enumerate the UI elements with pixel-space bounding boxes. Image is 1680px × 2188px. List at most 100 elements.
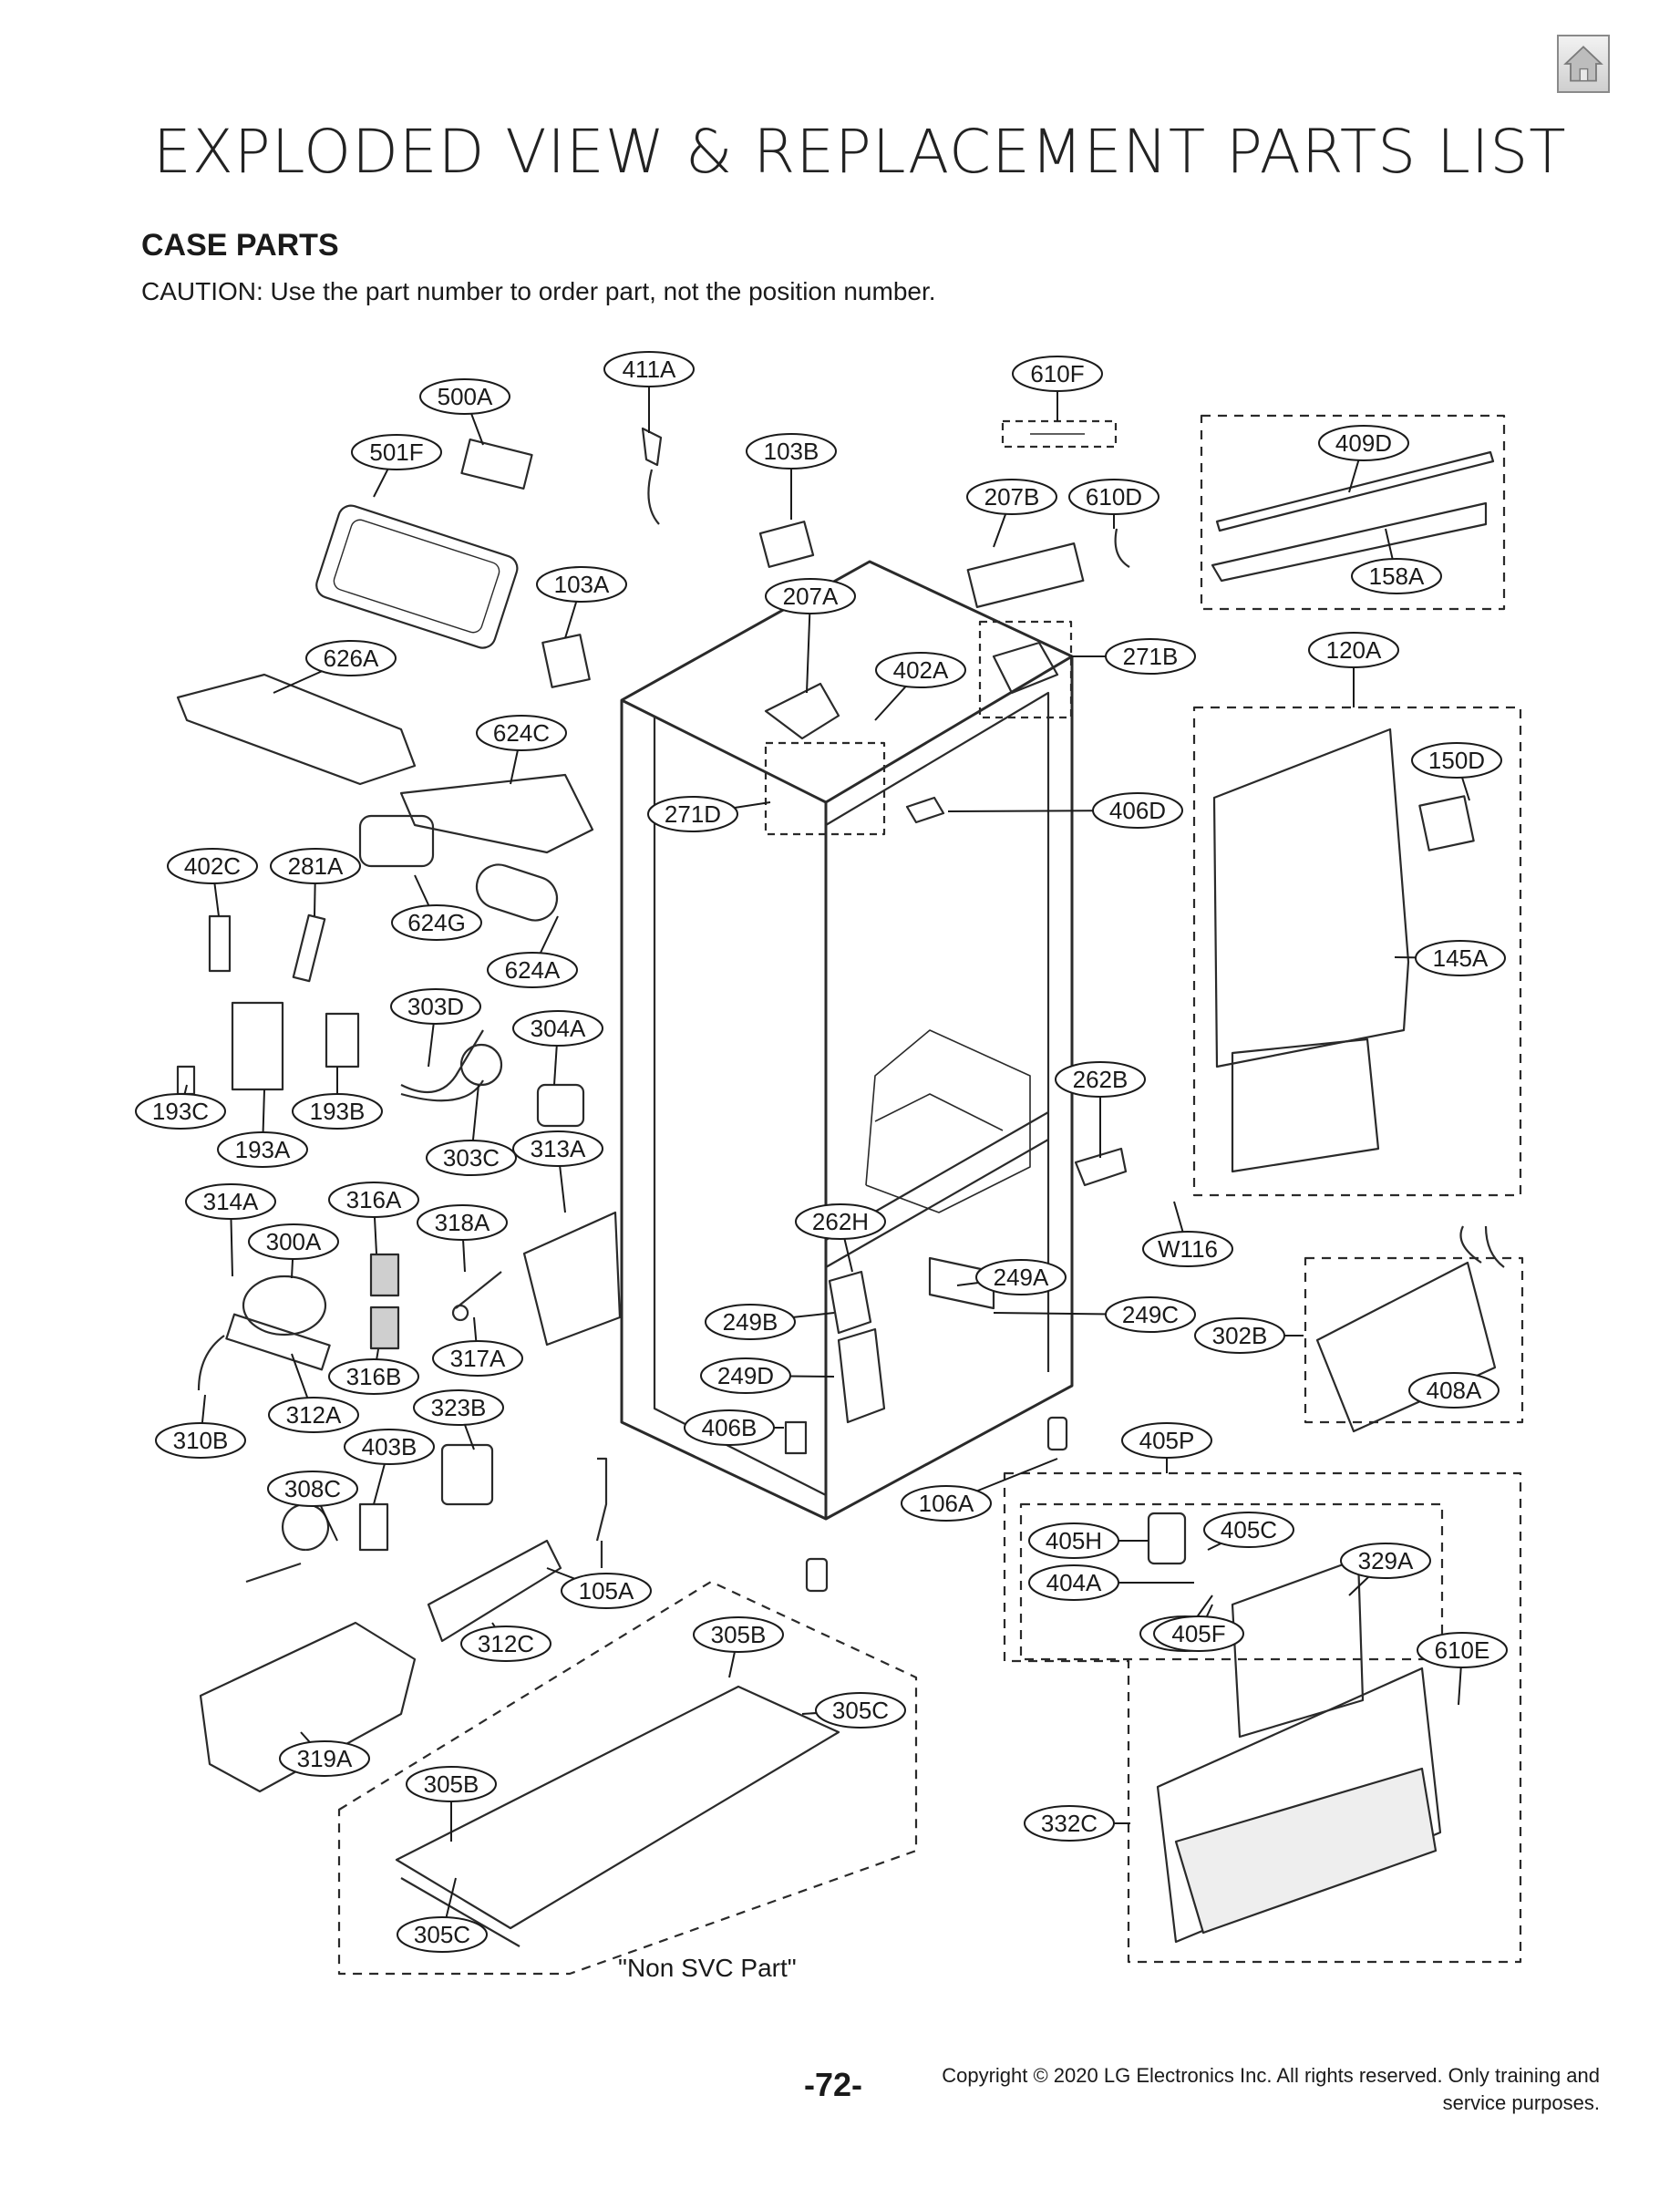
callout-249c: 249C: [993, 1296, 1196, 1333]
callout-oval: [1121, 1422, 1212, 1459]
callout-332c: 332C: [1024, 1805, 1130, 1842]
callout-oval: [705, 1304, 796, 1340]
callout-316b: 316B: [328, 1348, 419, 1395]
callout-label: 312C: [478, 1630, 534, 1657]
callout-404a: 404A: [1028, 1564, 1194, 1601]
callout-label: 305C: [832, 1697, 889, 1724]
callout-label: 193B: [310, 1098, 366, 1125]
callout-oval: [1408, 1372, 1500, 1409]
center-parts-drawing: [764, 620, 1128, 1455]
callout-193a: 193A: [217, 1089, 308, 1168]
callout-103a: 103A: [536, 566, 627, 639]
callout-oval: [167, 848, 258, 884]
callout-oval: [1417, 1632, 1508, 1668]
callout-oval: [268, 1397, 359, 1433]
callout-262h: 262H: [795, 1203, 886, 1273]
callout-oval: [476, 715, 567, 751]
callout-oval: [512, 1010, 603, 1047]
callout-411a: 411A: [603, 351, 695, 433]
callout-label: 103A: [554, 571, 610, 598]
callout-103b: 103B: [746, 433, 837, 520]
callout-label: 207A: [783, 583, 839, 610]
callout-408a: 408A: [1408, 1372, 1500, 1409]
callout-oval: [815, 1692, 906, 1729]
callout-310b: 310B: [155, 1394, 246, 1459]
callout-label: 329A: [1358, 1547, 1414, 1574]
callout-207b: 207B: [966, 479, 1057, 548]
callout-193b: 193B: [292, 1067, 383, 1130]
callout-label: 262H: [812, 1208, 869, 1235]
callout-oval: [417, 1204, 508, 1241]
callout-oval: [603, 351, 695, 387]
parts-box-409d: [1200, 414, 1506, 611]
copyright-notice: Copyright © 2020 LG Electronics Inc. All…: [942, 2064, 1600, 2114]
callout-oval: [305, 640, 397, 676]
cabinet-drawing: [620, 560, 1074, 1521]
callout-oval: [135, 1093, 226, 1130]
left-parts-drawing: [176, 673, 622, 1793]
callout-oval: [460, 1626, 551, 1662]
callout-145a: 145A: [1394, 940, 1506, 976]
callout-403b: 403B: [344, 1429, 435, 1505]
callout-249d: 249D: [700, 1357, 835, 1394]
callout-305c: 305C: [397, 1877, 488, 1953]
callout-label: 271D: [665, 800, 721, 828]
callout-oval: [1142, 1231, 1233, 1267]
callout-oval: [901, 1485, 992, 1522]
callout-label: 193A: [235, 1136, 291, 1163]
callout-oval: [561, 1573, 652, 1609]
callout-624c: 624C: [476, 715, 567, 785]
callout-405h: 405H: [1028, 1522, 1149, 1559]
callout-label: 316B: [346, 1363, 402, 1390]
callout-label: 405H: [1046, 1527, 1102, 1554]
bottom-cover-drawing: [337, 1580, 918, 1976]
callout-label: 610F: [1030, 360, 1084, 387]
callout-oval: [1012, 356, 1103, 392]
callout-label: 106A: [919, 1490, 974, 1517]
callout-oval: [647, 796, 738, 832]
callout-oval: [1055, 1061, 1146, 1098]
callout-label: 610D: [1086, 483, 1142, 511]
callout-oval: [1203, 1512, 1294, 1548]
callout-oval: [390, 988, 481, 1025]
callout-500a: 500A: [419, 378, 510, 446]
top-parts-drawing: [315, 419, 1130, 688]
callout-oval: [1153, 1615, 1244, 1652]
callout-oval: [397, 1916, 488, 1953]
callout-oval: [1415, 940, 1506, 976]
callout-oval: [185, 1183, 276, 1220]
callout-label: 120A: [1326, 636, 1382, 664]
callout-oval: [746, 433, 837, 470]
callout-313a: 313A: [512, 1130, 603, 1213]
callout-oval: [391, 904, 482, 941]
callout-label: 610E: [1435, 1636, 1490, 1664]
callout-label: 303D: [407, 993, 464, 1020]
callout-300a: 300A: [248, 1223, 339, 1279]
callout-label: 323B: [431, 1394, 487, 1421]
callout-label: 158A: [1369, 562, 1425, 590]
callout-624a: 624A: [487, 915, 578, 988]
callout-label: 249D: [717, 1362, 774, 1389]
callout-319a: 319A: [279, 1731, 370, 1777]
callout-oval: [292, 1093, 383, 1130]
callout-312c: 312C: [460, 1622, 551, 1662]
callout-oval: [267, 1471, 358, 1507]
non-svc-note: "Non SVC Part": [618, 1954, 797, 1982]
callout-label: 249C: [1122, 1301, 1179, 1328]
callout-305b: 305B: [406, 1766, 497, 1842]
callout-label: 411A: [623, 356, 676, 383]
callout-610e: 610E: [1417, 1632, 1508, 1706]
callout-label: 262B: [1073, 1066, 1129, 1093]
callout-305b: 305B: [693, 1616, 784, 1678]
home-button[interactable]: [1557, 35, 1610, 93]
callout-271b: 271B: [1071, 638, 1196, 675]
callout-label: 405P: [1139, 1427, 1195, 1454]
callout-302b: 302B: [1194, 1317, 1304, 1354]
callout-oval: [1028, 1564, 1119, 1601]
callout-308c: 308C: [267, 1471, 358, 1542]
callout-label: 319A: [297, 1745, 353, 1772]
callout-label: 249A: [994, 1264, 1049, 1291]
caution-note: CAUTION: Use the part number to order pa…: [141, 277, 936, 305]
callout-oval: [419, 378, 510, 415]
callout-label: 145A: [1433, 944, 1489, 972]
